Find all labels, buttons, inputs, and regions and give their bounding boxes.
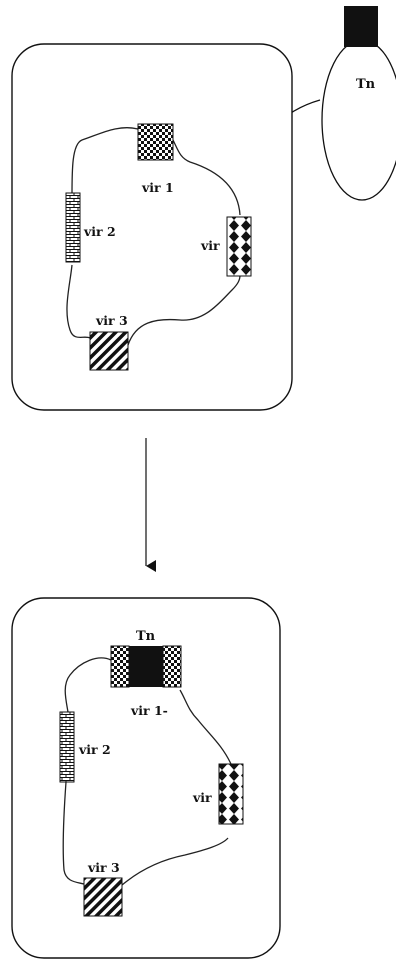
- vir3-label-before: vir 3: [95, 313, 128, 328]
- dna-loop-before: [66, 127, 241, 346]
- vir2-label-after: vir 2: [78, 742, 111, 757]
- transposon-ellipse: [321, 39, 396, 201]
- transposon-element: Tn: [321, 6, 396, 201]
- vir2-gene-after: [59, 711, 75, 783]
- dna-loop-after: [62, 657, 232, 886]
- transposon-block: [344, 6, 378, 47]
- vir-side-gene-after: [218, 763, 244, 825]
- vir1-label-before: vir 1: [141, 180, 174, 195]
- transposon-label: Tn: [356, 77, 376, 92]
- vir2-gene-before: [65, 192, 81, 263]
- tn-label-after: Tn: [136, 629, 156, 644]
- vir1-gene-left-part-after: [110, 645, 130, 688]
- cell-after: Tn vir 1- vir 2 vir vir 3: [11, 597, 281, 959]
- cell-after-frame: [11, 597, 281, 959]
- vir1-gene-right-part-after: [162, 645, 182, 688]
- vir3-gene-after: [83, 877, 123, 917]
- vir3-label-after: vir 3: [87, 860, 120, 875]
- cell-before-frame: [11, 43, 293, 411]
- vir-side-gene-before: [226, 216, 252, 277]
- vir-side-label-after: vir: [192, 790, 212, 805]
- tn-insert-block-after: [129, 646, 163, 687]
- vir3-gene-before: [89, 331, 129, 371]
- vir2-label-before: vir 2: [83, 224, 116, 239]
- vir1-label-after: vir 1-: [130, 703, 168, 718]
- vir1-gene-before: [137, 123, 174, 161]
- vir-side-label-before: vir: [200, 238, 220, 253]
- cell-before: vir 1 vir 2 vir vir 3: [11, 43, 293, 411]
